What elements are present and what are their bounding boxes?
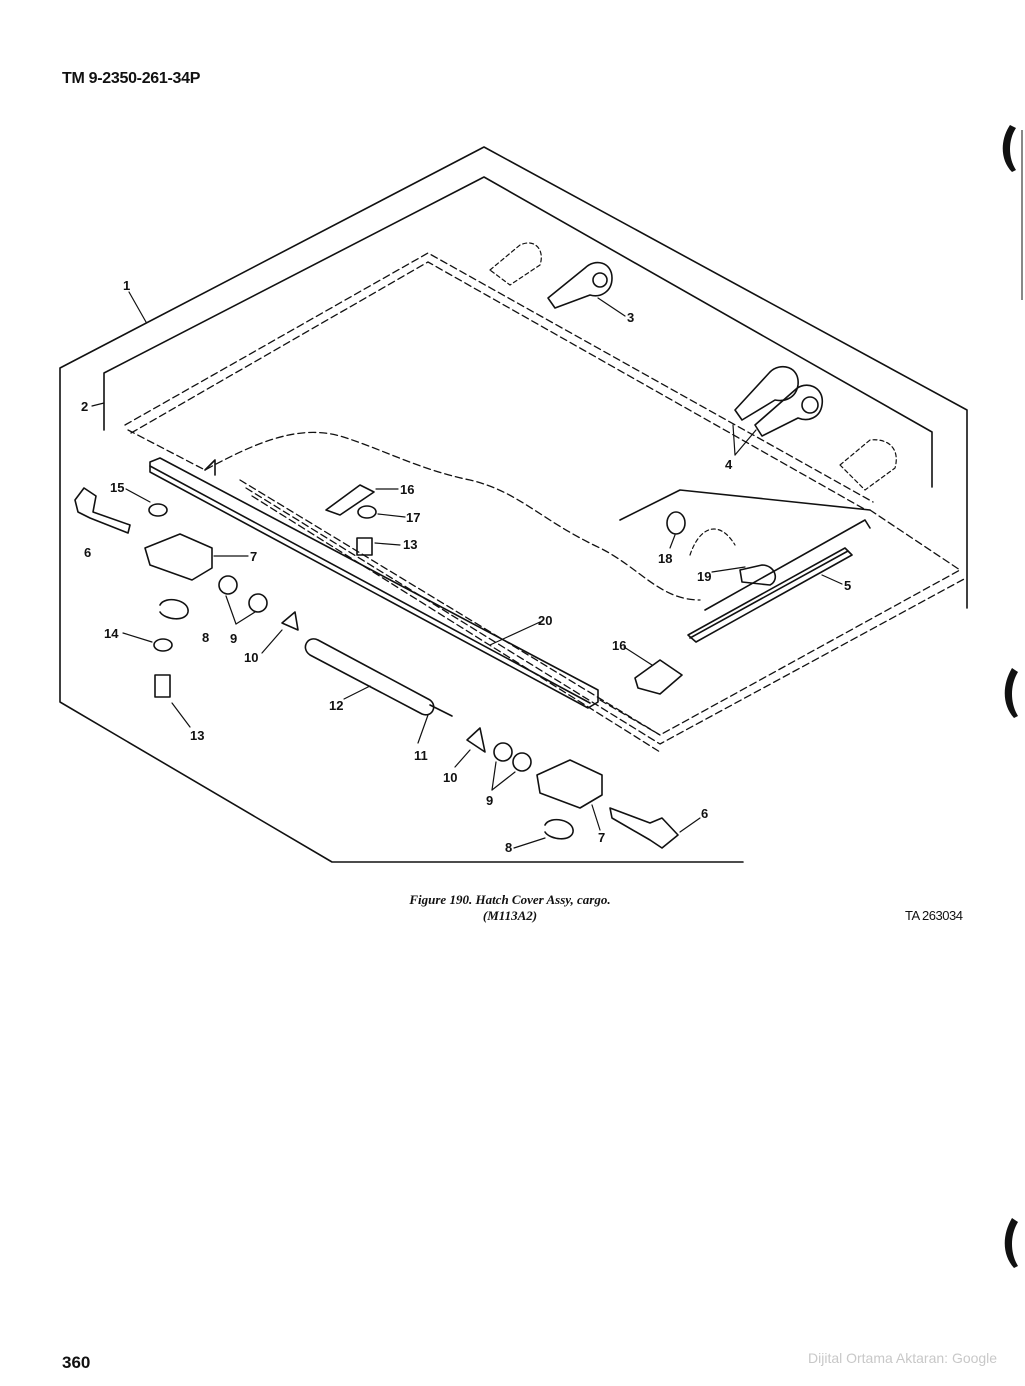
callout-16-bottom: 16 (612, 638, 626, 653)
hinge-arm-item-4b (754, 384, 823, 437)
roller-item-18 (666, 511, 686, 535)
callout-16-top: 16 (400, 482, 414, 497)
spring-dashed (689, 528, 736, 556)
callout-9-right: 9 (486, 793, 493, 808)
callout-12: 12 (329, 698, 343, 713)
nut-item-9c (493, 742, 513, 762)
callout-14: 14 (104, 626, 119, 641)
callout-19: 19 (697, 569, 711, 584)
ta-number: TA 263034 (905, 908, 963, 923)
callout-13-top: 13 (403, 537, 417, 552)
washer-item-17 (357, 505, 377, 519)
rod-item-11 (429, 704, 453, 717)
hinge-arm-item-3 (547, 261, 613, 309)
latch-item-16b (634, 659, 683, 695)
callout-7-left: 7 (250, 549, 257, 564)
callout-2: 2 (81, 399, 88, 414)
wedge-item-10b (466, 727, 486, 753)
document-number: TM 9-2350-261-34P (62, 70, 201, 87)
bolt-item-6-left (74, 487, 131, 534)
figure-caption-title: Figure 190. Hatch Cover Assy, cargo. (409, 892, 611, 907)
screw-item-13b (154, 674, 171, 698)
nut-item-9a (218, 575, 238, 595)
nut-item-9d (512, 752, 532, 772)
pin-item-19 (739, 564, 777, 586)
callout-13-bottom: 13 (190, 728, 204, 743)
bar-item-20 (149, 457, 599, 709)
callout-10-right: 10 (443, 770, 457, 785)
hatch-cover-panel (124, 252, 967, 753)
outline-item-1 (59, 146, 968, 863)
callout-5: 5 (844, 578, 851, 593)
nut-item-9b (248, 593, 268, 613)
bar-item-5 (687, 547, 853, 643)
callout-8-left: 8 (202, 630, 209, 645)
figure-caption: Figure 190. Hatch Cover Assy, cargo. (M1… (330, 892, 690, 924)
callout-3: 3 (627, 310, 634, 325)
callout-7-right: 7 (598, 830, 605, 845)
hinge-bracket-dashed-top (489, 242, 542, 286)
callout-8-right: 8 (505, 840, 512, 855)
callout-15: 15 (110, 480, 124, 495)
digitizer-watermark: Dijital Ortama Aktaran: Google (808, 1350, 998, 1366)
callout-6-right: 6 (701, 806, 708, 821)
callout-labels: 1 2 3 4 5 6 6 7 7 8 8 9 9 10 10 11 12 13… (81, 278, 851, 855)
callout-6-left: 6 (84, 545, 91, 560)
spring-item-8-right (544, 818, 574, 840)
outline-item-2-lower (619, 489, 871, 521)
spring-item-8-left (159, 598, 189, 620)
hinge-arm-item-4a (734, 365, 799, 421)
callout-11: 11 (414, 748, 428, 763)
callout-10-left: 10 (244, 650, 258, 665)
scan-edge-marks (1002, 125, 1023, 1268)
callout-18: 18 (658, 551, 672, 566)
callout-20: 20 (538, 613, 552, 628)
outline-item-2 (103, 176, 933, 488)
bolt-item-6-right (609, 807, 679, 849)
block-item-7-right (536, 759, 603, 809)
latch-item-16a (325, 484, 375, 516)
wedge-item-10a (281, 611, 299, 631)
washer-item-15 (148, 503, 168, 517)
page-number: 360 (62, 1353, 91, 1372)
block-item-7-left (144, 533, 213, 581)
callout-17: 17 (406, 510, 420, 525)
screw-item-13a (356, 537, 373, 556)
figure-caption-model: (M113A2) (482, 908, 538, 923)
torsion-bar-item-12 (304, 638, 435, 716)
callout-4: 4 (725, 457, 733, 472)
callout-1: 1 (123, 278, 130, 293)
callout-9-left: 9 (230, 631, 237, 646)
washer-item-14 (153, 638, 173, 652)
hinge-bracket-dashed-right (839, 439, 897, 491)
